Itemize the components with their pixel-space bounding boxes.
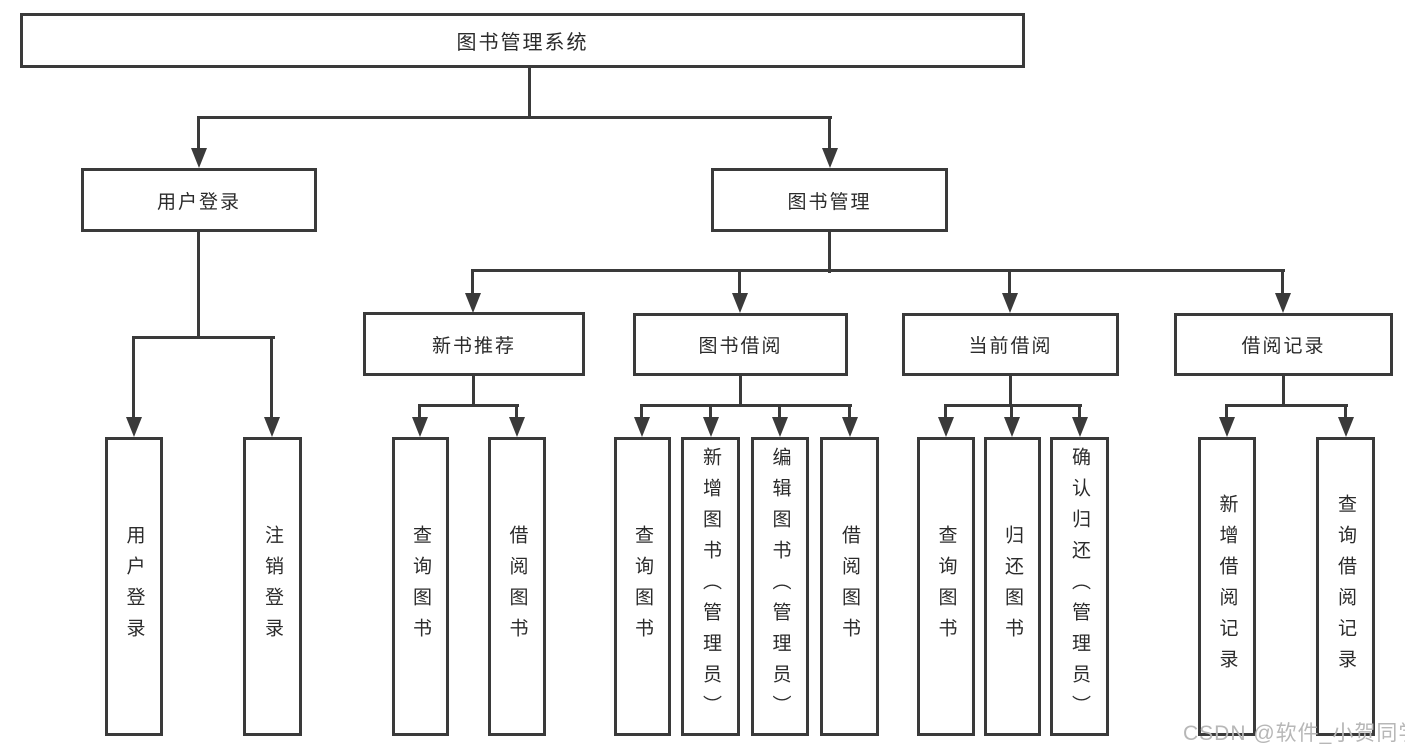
arrow-to-leaf-logout <box>264 417 280 437</box>
connector-leaf-stem <box>1010 404 1013 421</box>
connector-leaf-user-login-stem <box>132 336 135 421</box>
node-book-borrowing: 图书借阅 <box>633 313 848 376</box>
leaf-logout: 注销登录 <box>243 437 302 736</box>
connector-current-borrow-rail <box>944 404 1082 407</box>
node-library-management-system: 图书管理系统 <box>20 13 1025 68</box>
leaf-add-books-admin-label: 新增图书（管理员） <box>700 447 721 726</box>
arrow-to-current-borrowing <box>1002 293 1018 313</box>
arrow-to-book-borrowing <box>732 293 748 313</box>
leaf-add-borrow-record-label: 新增借阅记录 <box>1216 493 1238 680</box>
arrow-to-leaf-borrow-books-2 <box>842 417 858 437</box>
csdn-watermark: CSDN @软件_小贺同学 <box>1183 722 1405 745</box>
leaf-return-books: 归还图书 <box>984 437 1041 736</box>
connector-book-borrow-down <box>739 376 742 407</box>
arrow-to-borrowing-records <box>1275 293 1291 313</box>
connector-current-borrow-stem <box>1008 269 1011 296</box>
connector-book-borrow-rail <box>640 404 852 407</box>
connector-leaf-stem <box>418 404 421 421</box>
leaf-query-books-2-label: 查询图书 <box>632 524 653 649</box>
connector-leaf-stem <box>709 404 712 421</box>
connector-borrow-records-down <box>1282 376 1285 407</box>
node-book-management: 图书管理 <box>711 168 948 232</box>
leaf-borrow-books-2: 借阅图书 <box>820 437 879 736</box>
connector-leaf-stem <box>1225 404 1228 421</box>
arrow-to-leaf-edit-books <box>772 417 788 437</box>
leaf-user-login-label: 用户登录 <box>123 524 145 649</box>
connector-user-login-down <box>197 232 200 339</box>
leaf-query-books-3: 查询图书 <box>917 437 975 736</box>
arrow-to-leaf-query-borrow-record <box>1338 417 1354 437</box>
leaf-query-books-1-label: 查询图书 <box>410 524 431 649</box>
arrow-to-leaf-borrow-books-1 <box>509 417 525 437</box>
leaf-add-borrow-record: 新增借阅记录 <box>1198 437 1256 736</box>
connector-new-book-stem <box>471 269 474 296</box>
connector-leaf-stem <box>944 404 947 421</box>
leaf-query-books-1: 查询图书 <box>392 437 449 736</box>
connector-borrow-records-rail <box>1225 404 1348 407</box>
arrow-to-leaf-query-books-3 <box>938 417 954 437</box>
leaf-confirm-return-admin-label: 确认归还（管理员） <box>1069 447 1090 726</box>
leaf-query-borrow-record: 查询借阅记录 <box>1316 437 1375 736</box>
connector-book-borrow-stem <box>738 269 741 296</box>
connector-leaf-stem <box>778 404 781 421</box>
leaf-confirm-return-admin: 确认归还（管理员） <box>1050 437 1109 736</box>
arrow-to-new-book-recommendation <box>465 293 481 313</box>
connector-book-management-stem <box>828 116 831 152</box>
leaf-logout-label: 注销登录 <box>262 524 283 649</box>
leaf-return-books-label: 归还图书 <box>1002 524 1023 649</box>
leaf-borrow-books-1-label: 借阅图书 <box>506 524 528 649</box>
leaf-borrow-books-2-label: 借阅图书 <box>839 524 860 649</box>
leaf-edit-books-admin-label: 编辑图书（管理员） <box>769 447 791 726</box>
arrow-to-leaf-query-books-1 <box>412 417 428 437</box>
connector-leaf-stem <box>848 404 851 421</box>
node-new-book-recommendation: 新书推荐 <box>363 312 585 376</box>
arrow-to-leaf-confirm-return <box>1072 417 1088 437</box>
node-current-borrowing: 当前借阅 <box>902 313 1119 376</box>
node-borrowing-records: 借阅记录 <box>1174 313 1393 376</box>
leaf-add-books-admin: 新增图书（管理员） <box>681 437 740 736</box>
leaf-query-books-2: 查询图书 <box>614 437 671 736</box>
connector-new-book-down <box>472 375 475 407</box>
leaf-borrow-books-1: 借阅图书 <box>488 437 546 736</box>
connector-user-login-stem <box>197 116 200 152</box>
leaf-query-borrow-record-label: 查询借阅记录 <box>1335 493 1356 680</box>
connector-leaf-logout-stem <box>270 336 273 421</box>
leaf-edit-books-admin: 编辑图书（管理员） <box>751 437 809 736</box>
leaf-query-books-3-label: 查询图书 <box>935 524 957 649</box>
arrow-to-leaf-add-borrow-record <box>1219 417 1235 437</box>
connector-new-book-rail <box>418 404 519 407</box>
connector-user-login-rail <box>132 336 275 339</box>
connector-borrow-records-stem <box>1281 269 1284 296</box>
connector-leaf-stem <box>1344 404 1347 421</box>
arrow-to-leaf-user-login <box>126 417 142 437</box>
arrow-to-book-management <box>822 148 838 168</box>
arrow-to-leaf-return-books <box>1004 417 1020 437</box>
connector-level2-rail <box>197 116 832 119</box>
connector-level3-rail <box>471 269 1285 272</box>
connector-leaf-stem <box>640 404 643 421</box>
connector-book-management-down <box>828 232 831 273</box>
connector-leaf-stem <box>515 404 518 421</box>
arrow-to-user-login <box>191 148 207 168</box>
connector-leaf-stem <box>1078 404 1081 421</box>
connector-root-stem <box>528 66 531 118</box>
arrow-to-leaf-query-books-2 <box>634 417 650 437</box>
leaf-user-login: 用户登录 <box>105 437 163 736</box>
node-user-login: 用户登录 <box>81 168 317 232</box>
arrow-to-leaf-add-books <box>703 417 719 437</box>
connector-current-borrow-down <box>1009 376 1012 407</box>
